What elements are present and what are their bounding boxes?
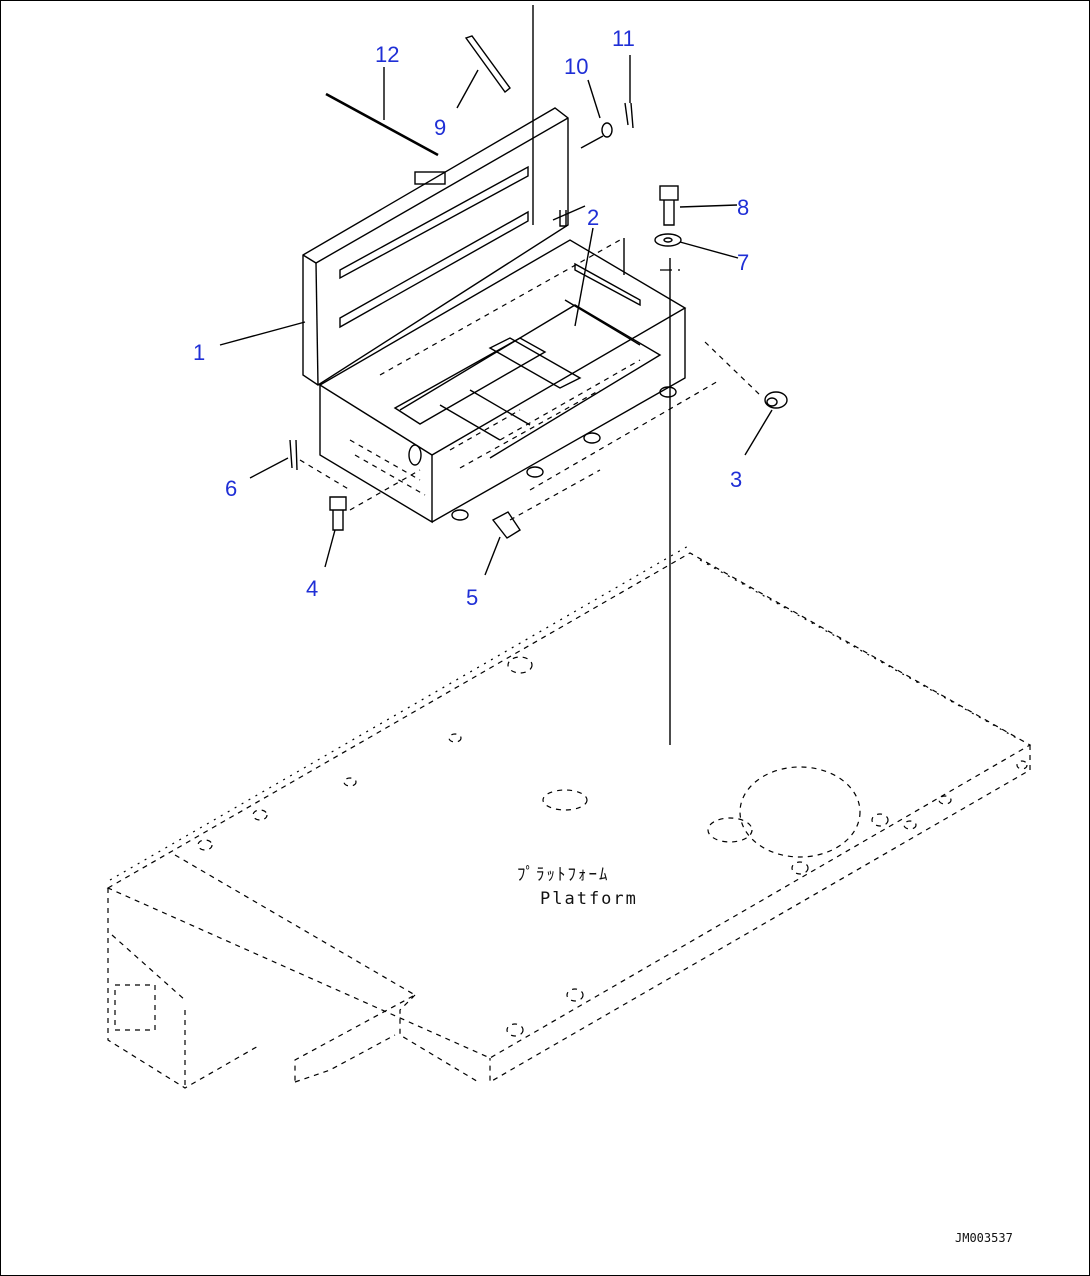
- platform-label-en: Platform: [540, 889, 638, 909]
- loose-parts: [289, 35, 788, 539]
- callout-9: 9: [434, 115, 446, 140]
- drawing-code: JM003537: [955, 1231, 1013, 1245]
- callout-2: 2: [587, 205, 599, 230]
- assembly-lines: [299, 5, 761, 745]
- callout-8: 8: [737, 195, 749, 220]
- leader-lines: [219, 55, 773, 576]
- platform-label-jp: ﾌﾟﾗｯﾄﾌｫｰﾑ: [517, 865, 610, 885]
- callout-11: 11: [612, 26, 635, 51]
- callout-10: 10: [564, 54, 588, 79]
- callout-6: 6: [225, 476, 237, 501]
- callout-3: 3: [730, 467, 742, 492]
- callout-1: 1: [193, 340, 205, 365]
- callout-labels: 1 2 3 4 5 6 7 8 9 10 11 12: [193, 26, 749, 610]
- platform: [106, 544, 1032, 1089]
- callout-5: 5: [466, 585, 478, 610]
- callout-12: 12: [375, 42, 399, 67]
- callout-4: 4: [306, 576, 318, 601]
- tool-box: [302, 107, 687, 524]
- callout-7: 7: [737, 250, 749, 275]
